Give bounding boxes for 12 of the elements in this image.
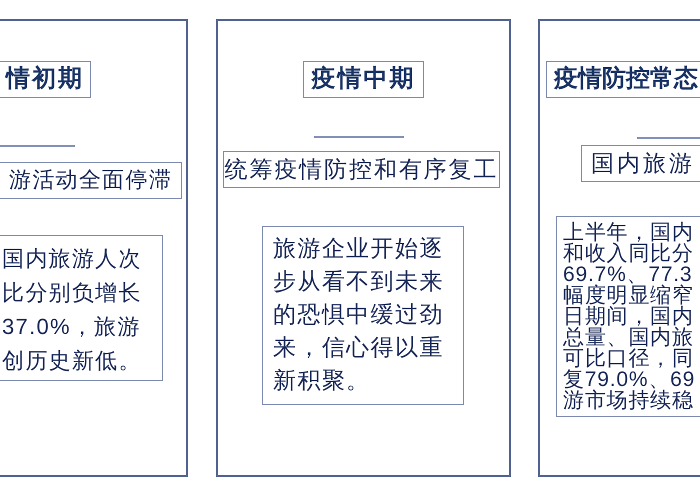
- column-panel: [538, 19, 700, 477]
- subtitle-box: 游活动全面停滞: [0, 162, 182, 199]
- title-box: 疫情中期: [303, 61, 424, 98]
- column-panel: [216, 19, 511, 477]
- subtitle-box: 国内旅游: [581, 145, 700, 182]
- column-panel: [0, 19, 188, 477]
- subtitle-box: 统筹疫情防控和有序复工: [223, 151, 500, 188]
- text-box: 旅游企业开始逐步从看不到未来的恐惧中缓过劲来，信心得以重新积聚。: [262, 226, 464, 405]
- title-box: 疫情防控常态: [546, 61, 700, 98]
- text-box: 上半年，国内和收入同比分69.7%、77.3幅度明显缩窄日期间，国内总量、国内旅可比口径，同复79.0%、69游市场持续稳: [556, 216, 700, 417]
- title-box: 情初期: [0, 61, 91, 98]
- text-box: 国内旅游人次比分别负增长37.0%，旅游创历史新低。: [0, 235, 163, 381]
